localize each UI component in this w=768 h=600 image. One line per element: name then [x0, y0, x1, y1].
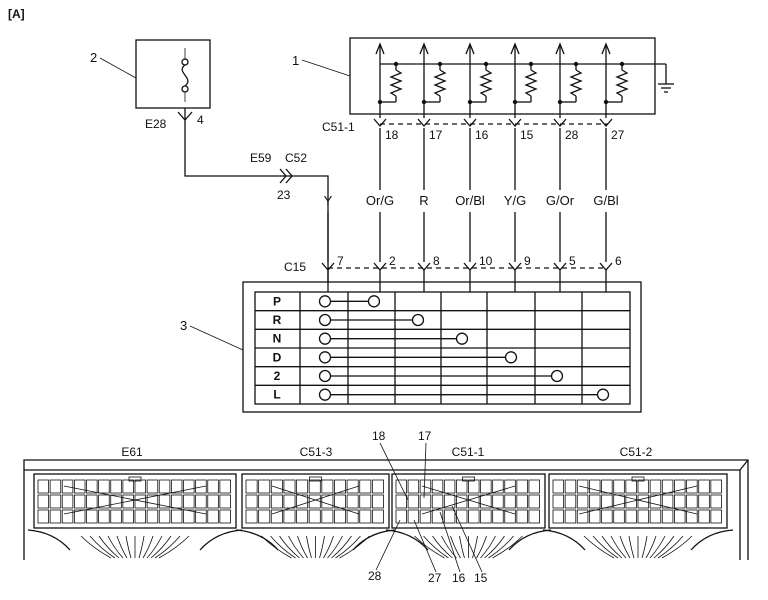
pin-callout: 17 [418, 429, 432, 443]
c51-1-pin-label: 17 [429, 128, 443, 142]
wire-color-label: Or/Bl [455, 193, 485, 208]
figure-label: [A] [8, 7, 25, 21]
resistor-branch [555, 42, 583, 118]
wire-color-label: G/Or [546, 193, 575, 208]
pin-callout: 18 [372, 429, 386, 443]
c15-pin-label: 10 [479, 254, 493, 268]
c51-1-pin-label: 15 [520, 128, 534, 142]
c15-pin-mark [373, 262, 387, 271]
c51-1-pin-mark [508, 118, 522, 127]
c15-pin-mark [599, 262, 613, 271]
c15-pin-label: 7 [337, 254, 344, 268]
pin-callout: 28 [368, 569, 382, 583]
c51-1-pin-mark [553, 118, 567, 127]
connector-block [542, 473, 734, 559]
fuse-block: 2 [90, 39, 211, 109]
connector-name-label: C51-2 [620, 445, 653, 459]
c15-pin-label: 9 [524, 254, 531, 268]
pin-callout: 16 [452, 571, 466, 585]
resistor-branch [375, 42, 403, 118]
connector-strip [23, 459, 749, 560]
c15-pin-label: 2 [389, 254, 396, 268]
wire-color-label: Y [324, 193, 333, 208]
c52-label: C52 [285, 151, 307, 165]
c51-1-pin-label: 18 [385, 128, 399, 142]
connector-block [385, 473, 552, 559]
c52-pin-label: 23 [277, 188, 291, 202]
c51-1-pin-mark [463, 118, 477, 127]
wire-color-label: Y/G [504, 193, 526, 208]
resistor-unit-callout: 1 [292, 53, 299, 68]
c51-1-pin-mark [417, 118, 431, 127]
wire-color-label: G/Bl [593, 193, 618, 208]
switch-position-label: D [273, 350, 282, 364]
switch-position-label: 2 [274, 369, 281, 383]
e59-label: E59 [250, 151, 272, 165]
fuse-pin-label: 4 [197, 113, 204, 127]
c15-pin-label: 6 [615, 254, 622, 268]
c15-pin-mark [417, 262, 431, 271]
resistor-branch [465, 42, 493, 118]
resistor-unit: 1 [292, 37, 674, 118]
resistor-branch [601, 42, 629, 118]
resistor-branch [419, 42, 447, 118]
fuse-connector-label: E28 [145, 117, 167, 131]
c51-1-label: C51-1 [322, 120, 355, 134]
fuse-callout: 2 [90, 50, 97, 65]
c51-1-pin-label: 27 [611, 128, 625, 142]
switch-position-label: N [273, 332, 282, 346]
connector-block [27, 473, 243, 559]
wire-color-label: R [419, 193, 428, 208]
connector-name-label: C51-3 [300, 445, 333, 459]
connector-name-label: C51-1 [452, 445, 485, 459]
c51-1-pin-label: 28 [565, 128, 579, 142]
c15-label: C15 [284, 260, 306, 274]
resistor-branch [510, 42, 538, 118]
c15-pin-mark [553, 262, 567, 271]
c51-1-pin-mark [373, 118, 387, 127]
c15-pin-label: 8 [433, 254, 440, 268]
switch-position-label: R [273, 313, 282, 327]
c51-1-pin-label: 16 [475, 128, 489, 142]
c15-pin-label: 5 [569, 254, 576, 268]
switch-position-label: L [273, 388, 280, 402]
connector-name-label: E61 [121, 445, 143, 459]
c15-pin-mark [463, 262, 477, 271]
pin-callout: 15 [474, 571, 488, 585]
switch-table-callout: 3 [180, 318, 187, 333]
c15-pin-mark [508, 262, 522, 271]
c51-1-pin-mark [599, 118, 613, 127]
wire-color-label: Or/G [366, 193, 394, 208]
switch-position-label: P [273, 294, 281, 308]
connector-block [235, 473, 396, 559]
pin-callout: 27 [428, 571, 442, 585]
